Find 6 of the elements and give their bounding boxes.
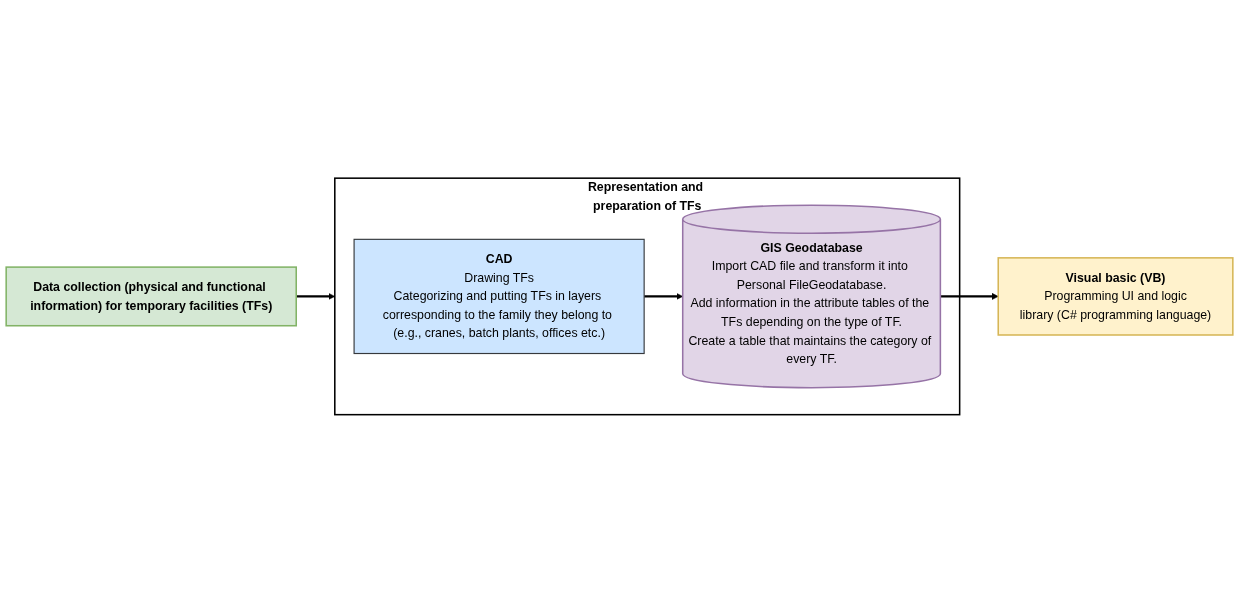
arrow <box>644 292 683 300</box>
arrow <box>940 292 999 300</box>
node-box: Visual basic (VB) Programming UI and logic library (C# programming language) <box>997 256 1234 336</box>
arrow <box>296 292 336 300</box>
node-box: Data collection (physical and functional information) for temporary facilities (TFs) <box>5 265 297 327</box>
node-box: CAD Drawing TFs Categorizing and putting TFs in layers corresponding to the family they belong to (e.g., cranes, batch plants, offices etc.) <box>353 238 645 354</box>
